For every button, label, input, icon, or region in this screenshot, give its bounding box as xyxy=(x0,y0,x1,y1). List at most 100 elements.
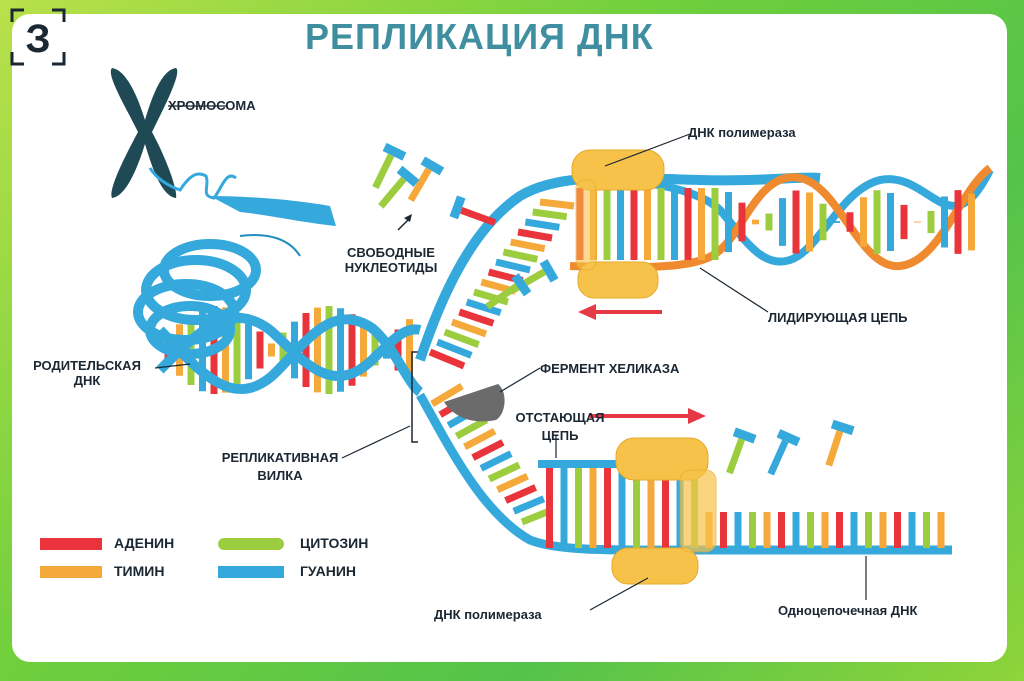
label-replication-fork-line1: РЕПЛИКАТИВНАЯ xyxy=(221,450,339,465)
fork-bracket xyxy=(411,351,418,443)
label-parent-dna-line1: РОДИТЕЛЬСКАЯ xyxy=(33,358,141,373)
single-strand-base xyxy=(763,512,771,548)
nucleotide-base xyxy=(485,283,519,310)
dna-polymerase-bottom xyxy=(611,437,717,585)
single-strand-base xyxy=(792,512,800,548)
dna-ribbon xyxy=(210,196,336,226)
legend-swatch-adenine xyxy=(40,538,102,550)
fork-nucleotide xyxy=(495,258,531,274)
nucleotide-base xyxy=(825,430,844,467)
fork-nucleotide xyxy=(463,427,497,451)
legend-label-cytosine: ЦИТОЗИН xyxy=(300,535,369,551)
free-nucleotides xyxy=(372,142,855,476)
leading-strand-base-pairs xyxy=(576,188,975,260)
fork-nucleotides xyxy=(428,198,575,526)
fork-nucleotide xyxy=(479,450,513,472)
single-strand-base xyxy=(604,468,611,548)
single-strand-base xyxy=(807,512,814,548)
parent-strand-b xyxy=(156,314,424,397)
label-lagging-strand-line2: ЦЕПЬ xyxy=(541,428,579,443)
nucleotide-base xyxy=(767,439,789,476)
single-strand-base xyxy=(647,468,655,548)
single-strand-base xyxy=(778,512,785,548)
fork-nucleotide xyxy=(512,495,546,515)
fork-nucleotide xyxy=(502,248,539,263)
single-strand-base xyxy=(850,512,858,548)
chromosome-icon xyxy=(110,68,178,198)
fork-nucleotide xyxy=(532,208,568,221)
label-free-nucleotides: СВОБОДНЫЕ НУКЛЕОТИДЫ xyxy=(332,245,450,275)
nucleotide-head xyxy=(539,259,559,283)
nucleotide-head xyxy=(830,419,855,436)
legend-swatch-guanine xyxy=(218,566,284,578)
nucleotide-head xyxy=(732,427,757,444)
single-strand-base xyxy=(749,512,756,548)
free-nucleotide xyxy=(726,427,757,475)
leading-direction-arrow xyxy=(578,304,662,320)
free-nucleotide xyxy=(372,142,407,190)
nucleotide-base xyxy=(407,167,432,203)
single-strand-base xyxy=(865,512,872,548)
free-nucleotide xyxy=(485,273,532,310)
legend-swatch-thymine xyxy=(40,566,102,578)
fork-nucleotide xyxy=(539,198,575,210)
free-nucleotide xyxy=(407,156,445,203)
fork-nucleotide xyxy=(430,382,464,408)
nucleotide-base xyxy=(460,207,497,226)
label-parent-dna-line2: ДНК xyxy=(73,373,101,388)
free-nucleotide xyxy=(378,165,420,209)
nucleotide-base xyxy=(372,153,395,190)
fork-nucleotide xyxy=(524,218,560,231)
nucleotide-base xyxy=(378,176,407,209)
label-replication-fork: РЕПЛИКАТИВНАЯ ВИЛКА xyxy=(208,450,352,483)
single-strand-base xyxy=(894,512,901,548)
single-strand-base xyxy=(836,512,843,548)
nucleotide-head xyxy=(420,156,445,176)
fork-nucleotide xyxy=(509,238,546,253)
free-nucleotide xyxy=(767,429,801,476)
single-strand-base xyxy=(937,512,945,548)
nucleotide-head xyxy=(776,429,801,447)
single-strand-base xyxy=(821,512,829,548)
label-single-strand-dna: Одноцепочечная ДНК xyxy=(778,603,918,618)
lagging-direction-arrow xyxy=(590,408,706,424)
single-strand-base xyxy=(575,468,582,548)
label-leading-strand: ЛИДИРУЮЩАЯ ЦЕПЬ xyxy=(768,310,908,325)
nucleotide-pointer-arrow xyxy=(397,214,412,231)
fork-nucleotide xyxy=(436,338,473,359)
legend-label-guanine: ГУАНИН xyxy=(300,563,356,579)
single-strand-base xyxy=(879,512,887,548)
single-strand-base xyxy=(633,468,640,548)
legend-swatch-cytosine xyxy=(218,538,284,550)
single-strand-base xyxy=(908,512,916,548)
label-lagging-strand: ОТСТАЮЩАЯ ЦЕПЬ xyxy=(508,410,612,443)
label-free-nucleotides-line1: СВОБОДНЫЕ xyxy=(347,245,435,260)
nucleotide-base xyxy=(726,438,745,475)
nucleotide-head xyxy=(511,273,532,297)
fork-nucleotide xyxy=(450,318,488,338)
nucleotide-head xyxy=(382,142,407,161)
single-strand-base xyxy=(720,512,727,548)
fork-nucleotide xyxy=(487,461,521,483)
nucleotide-head xyxy=(449,195,466,220)
single-strand-base xyxy=(618,468,626,548)
helicase-enzyme xyxy=(444,384,505,422)
single-strand-base xyxy=(589,468,597,548)
fork-nucleotide xyxy=(504,484,538,504)
leader-lines xyxy=(154,105,867,611)
label-lagging-strand-line1: ОТСТАЮЩАЯ xyxy=(515,410,605,425)
single-strand-base xyxy=(734,512,742,548)
single-strand-base xyxy=(923,512,930,548)
label-dna-polymerase-bottom: ДНК полимераза xyxy=(434,607,542,622)
nucleotide-head xyxy=(396,165,420,187)
fork-nucleotide xyxy=(496,472,529,494)
label-helicase: ФЕРМЕНТ ХЕЛИКАЗА xyxy=(540,361,680,376)
label-chromosome: ХРОМОСОМА xyxy=(168,98,256,113)
page-title: РЕПЛИКАЦИЯ ДНК xyxy=(305,16,654,57)
label-free-nucleotides-line2: НУКЛЕОТИДЫ xyxy=(344,260,438,275)
single-strand-base xyxy=(560,468,568,548)
legend-label-adenine: АДЕНИН xyxy=(114,535,175,551)
single-strand-base xyxy=(662,468,669,548)
leading-helix-orange xyxy=(569,164,993,272)
label-dna-polymerase-top: ДНК полимераза xyxy=(688,125,796,140)
